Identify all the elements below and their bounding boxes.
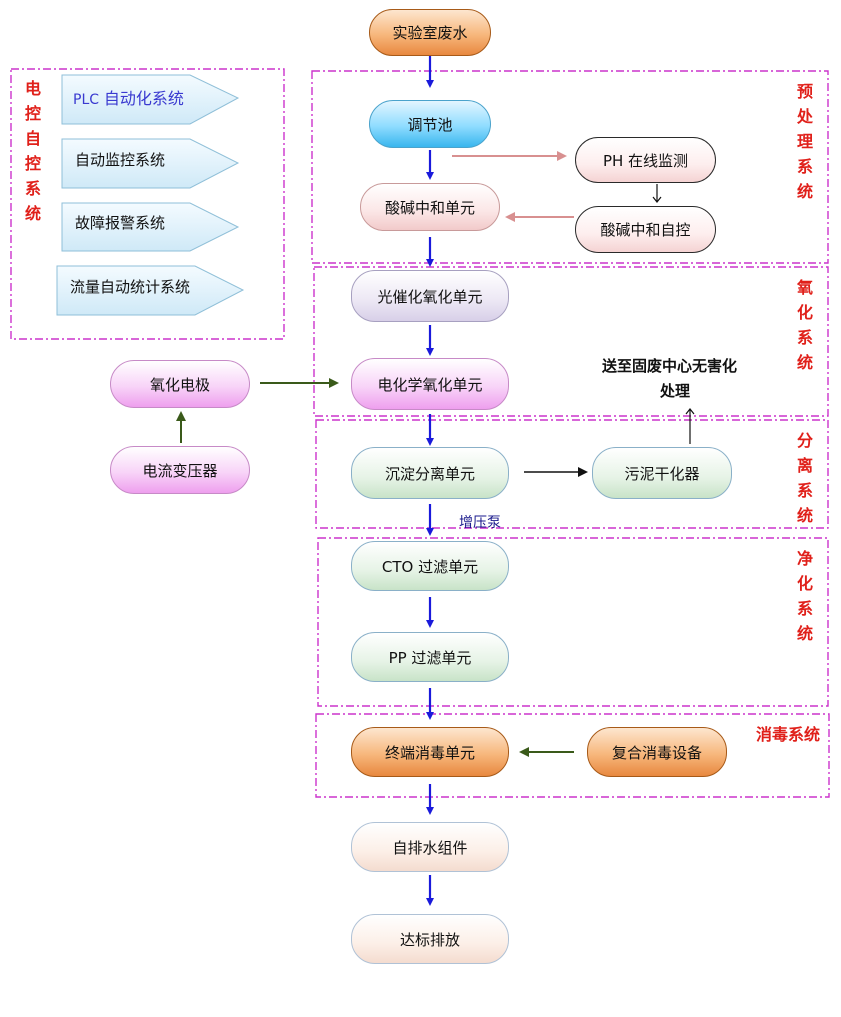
node-lab-wastewater: 实验室废水 bbox=[369, 9, 491, 56]
node-auto-drain: 自排水组件 bbox=[351, 822, 509, 872]
sludge-destination-line1: 送至固废中心无害化 bbox=[602, 357, 738, 375]
separation-system-frame bbox=[315, 419, 829, 529]
node-sludge-dryer: 污泥干化器 bbox=[592, 447, 732, 499]
node-acid-base-auto: 酸碱中和自控 bbox=[575, 206, 716, 253]
plc-pentagon bbox=[61, 74, 240, 125]
node-photocatalytic: 光催化氧化单元 bbox=[351, 270, 509, 322]
label-purification-system: 净化系统 bbox=[796, 549, 813, 643]
node-adjust-tank: 调节池 bbox=[369, 100, 491, 148]
label-disinfection-system: 消毒系统 bbox=[755, 725, 820, 744]
monitor-pentagon bbox=[61, 138, 240, 189]
alarm-pentagon bbox=[61, 202, 240, 252]
control-item-plc: PLC 自动化系统 bbox=[73, 85, 184, 109]
control-item-monitor: 自动监控系统 bbox=[75, 151, 166, 169]
node-oxidation-electrode: 氧化电极 bbox=[110, 360, 250, 408]
sludge-destination-line2: 处理 bbox=[660, 382, 691, 400]
label-separation-system: 分离系统 bbox=[796, 431, 813, 525]
label-oxidation-system: 氧化系统 bbox=[796, 278, 813, 372]
purification-system-frame bbox=[317, 537, 829, 707]
control-item-alarm: 故障报警系统 bbox=[75, 214, 166, 232]
plc-prefix: PLC bbox=[73, 92, 100, 108]
label-pretreat-system: 预处理系统 bbox=[796, 82, 813, 201]
booster-pump-label: 增压泵 bbox=[459, 515, 501, 531]
node-electrochemical: 电化学氧化单元 bbox=[351, 358, 509, 410]
flow-pentagon bbox=[56, 265, 245, 316]
control-system-frame bbox=[10, 68, 285, 340]
node-current-transformer: 电流变压器 bbox=[110, 446, 250, 494]
node-ph-monitor: PH 在线监测 bbox=[575, 137, 716, 183]
pretreat-system-frame bbox=[311, 70, 829, 264]
node-composite-disinfection: 复合消毒设备 bbox=[587, 727, 727, 777]
node-acid-base-unit: 酸碱中和单元 bbox=[360, 183, 500, 231]
oxidation-system-frame bbox=[313, 266, 829, 417]
node-pp-filter: PP 过滤单元 bbox=[351, 632, 509, 682]
control-item-flow: 流量自动统计系统 bbox=[70, 278, 191, 296]
node-cto-filter: CTO 过滤单元 bbox=[351, 541, 509, 591]
label-control-system: 电控自控系统 bbox=[24, 79, 41, 223]
plc-suffix: 自动化系统 bbox=[103, 89, 184, 108]
node-discharge: 达标排放 bbox=[351, 914, 509, 964]
node-sediment-separation: 沉淀分离单元 bbox=[351, 447, 509, 499]
node-terminal-disinfection: 终端消毒单元 bbox=[351, 727, 509, 777]
disinfection-system-frame bbox=[315, 713, 830, 798]
